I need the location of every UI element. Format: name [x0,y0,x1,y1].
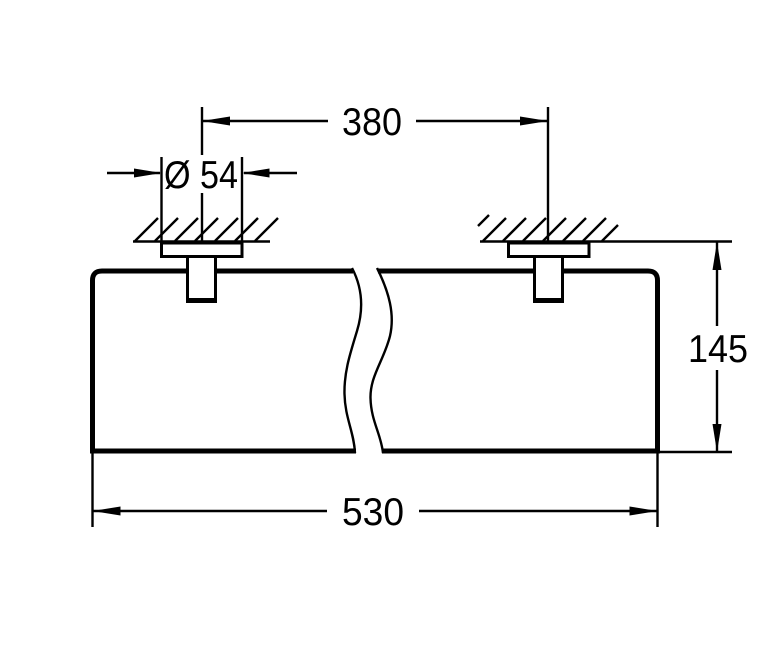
dim-145-label-bg [687,326,749,370]
wall-hatching-left [134,217,279,242]
left-bracket-flange [160,241,244,258]
dim-145-label: 145 [688,328,748,371]
shelf [90,267,660,454]
right-bracket-stem-fill [535,256,562,301]
left-bracket-stem-fill [188,256,215,301]
dim-54-label-bg [166,155,238,193]
dim-380-label-bg [328,101,416,141]
arrowhead-380-right [520,116,548,126]
shelf-right-piece-fill [370,269,657,453]
left-bracket [160,241,244,303]
arrowhead-54-right [242,168,270,178]
arrowhead-530-right [629,506,658,516]
dim-flange-diameter: Ø 54 [107,154,297,197]
right-bracket-flange [507,241,591,258]
dim-shelf-width: 530 [92,491,658,534]
arrowhead-54-left [134,168,162,178]
dim-mounting-distance: 380 [202,101,548,144]
arrowhead-530-left [92,506,121,516]
break-line-right [369,267,393,454]
dim-54-label: Ø 54 [164,154,238,197]
shelf-left-piece-outline [90,268,356,454]
right-bracket [507,241,591,303]
dim-530-label: 530 [342,491,404,534]
extension-lines [91,107,732,527]
shelf-left-piece-fill [93,269,362,453]
arrowhead-380-left [202,116,230,126]
dim-shelf-height: 145 [687,242,749,452]
arrowhead-145-top [712,242,722,270]
shelf-right-piece-outline [378,268,660,454]
dim-530-label-bg [327,491,419,531]
arrowhead-145-bottom [712,424,722,452]
dim-380-label: 380 [342,101,402,144]
break-line-left [343,267,363,454]
